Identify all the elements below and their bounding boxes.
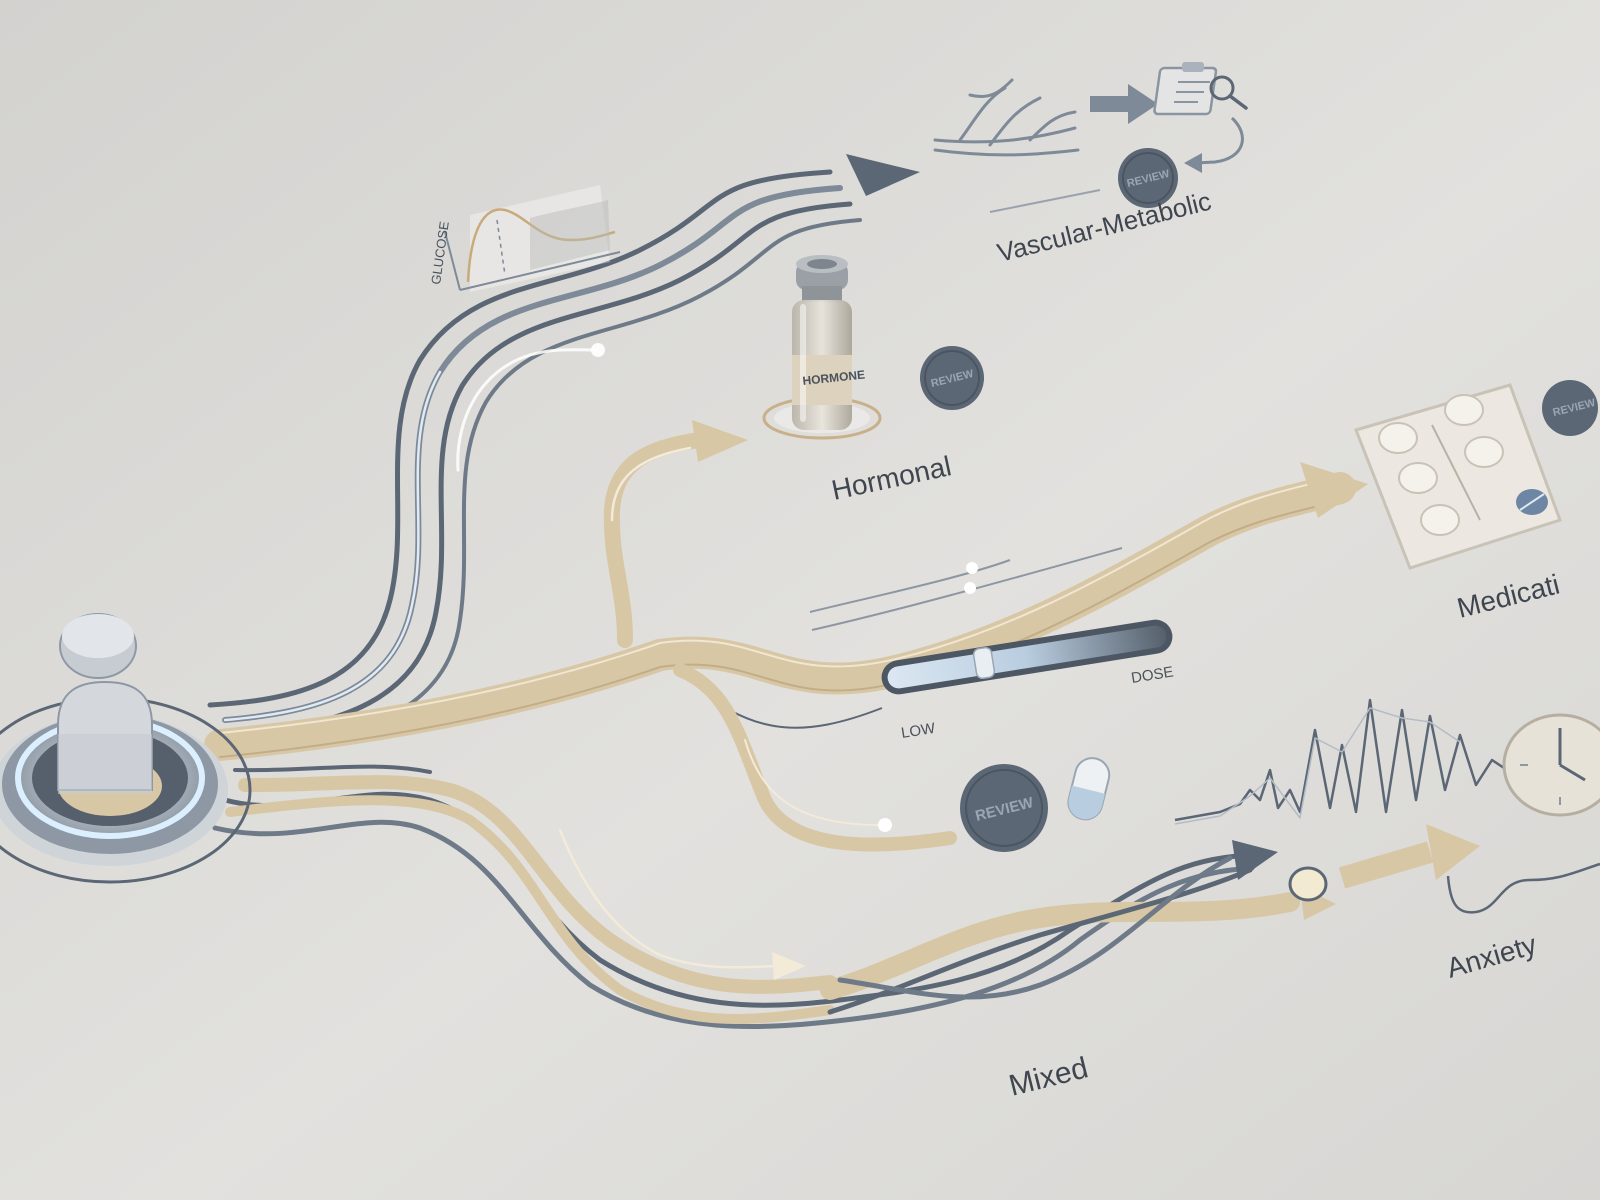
review-badge-hormonal[interactable]: REVIEW: [920, 346, 984, 410]
review-badge-medication[interactable]: REVIEW: [1542, 380, 1598, 436]
slider-handle[interactable]: [973, 647, 995, 679]
mixed-node: [1290, 868, 1326, 900]
review-badge-dose[interactable]: REVIEW: [960, 764, 1048, 852]
clock-icon: [1504, 715, 1600, 815]
